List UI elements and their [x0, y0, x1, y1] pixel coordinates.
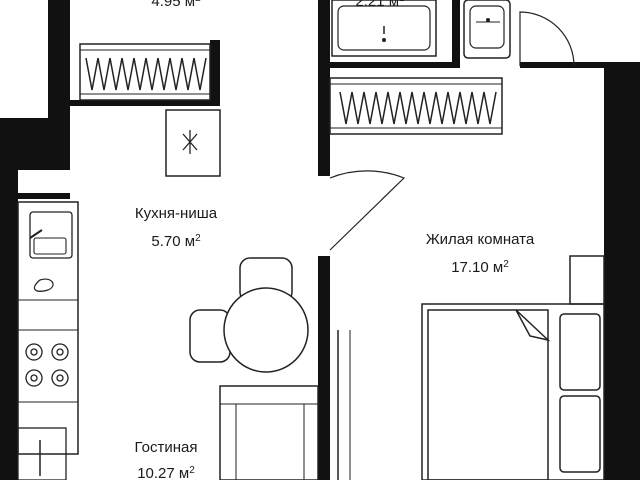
- wardrobe-bedroom: [329, 77, 503, 135]
- hall-area: 4.95 м2: [151, 0, 201, 10]
- stove-icon: [25, 343, 69, 387]
- sink-icon: [331, 0, 437, 57]
- bedroom-name: Жилая комната: [426, 231, 535, 248]
- wall-bath-bottom: [330, 62, 460, 68]
- wall-left-column: [0, 148, 18, 480]
- kitchen-fixtures: [17, 109, 221, 480]
- wardrobe-icon: [339, 91, 497, 125]
- wall-center-vertical-bottom: [318, 256, 330, 480]
- door-icon: [329, 170, 406, 251]
- sink-icon: [29, 211, 73, 259]
- wall-left-stub: [18, 148, 70, 170]
- wall-hall-right: [210, 40, 220, 106]
- sofa-icon: [219, 385, 319, 480]
- wall-hall-bottom: [70, 100, 220, 106]
- wall-left-lower-stub: [18, 193, 70, 199]
- kitchen-area: 5.70 м2: [151, 233, 201, 250]
- bed-icon: [421, 255, 605, 480]
- kitchen-name: Кухня-ниша: [135, 205, 218, 222]
- fridge-mark: [182, 130, 198, 154]
- wardrobe-hall: [79, 43, 211, 101]
- bathroom-fixtures: [331, 0, 575, 67]
- wall-bath-right: [452, 0, 460, 66]
- table-icon: [223, 287, 309, 373]
- living-area: 10.27 м2: [137, 465, 195, 480]
- bedroom-area: 17.10 м2: [451, 259, 509, 276]
- living-name: Гостиная: [135, 439, 198, 456]
- wall-left-upper: [0, 118, 70, 148]
- door-icon: [519, 11, 575, 67]
- sink-icon: [463, 0, 511, 59]
- wall-right-column: [604, 68, 640, 480]
- dining-set: [189, 257, 309, 373]
- wall-top-right: [520, 62, 640, 68]
- bathroom-area: 2.21 м2: [355, 0, 405, 10]
- labels: 4.95 м2 2.21 м2 Кухня-ниша 5.70 м2 Жилая…: [135, 0, 535, 480]
- wall-center-vertical-top: [318, 0, 330, 176]
- wall-hall-left-top: [48, 0, 70, 128]
- range-hood-icon: [33, 278, 54, 292]
- fridge-icon: [165, 109, 221, 177]
- wardrobe-icon: [85, 57, 207, 91]
